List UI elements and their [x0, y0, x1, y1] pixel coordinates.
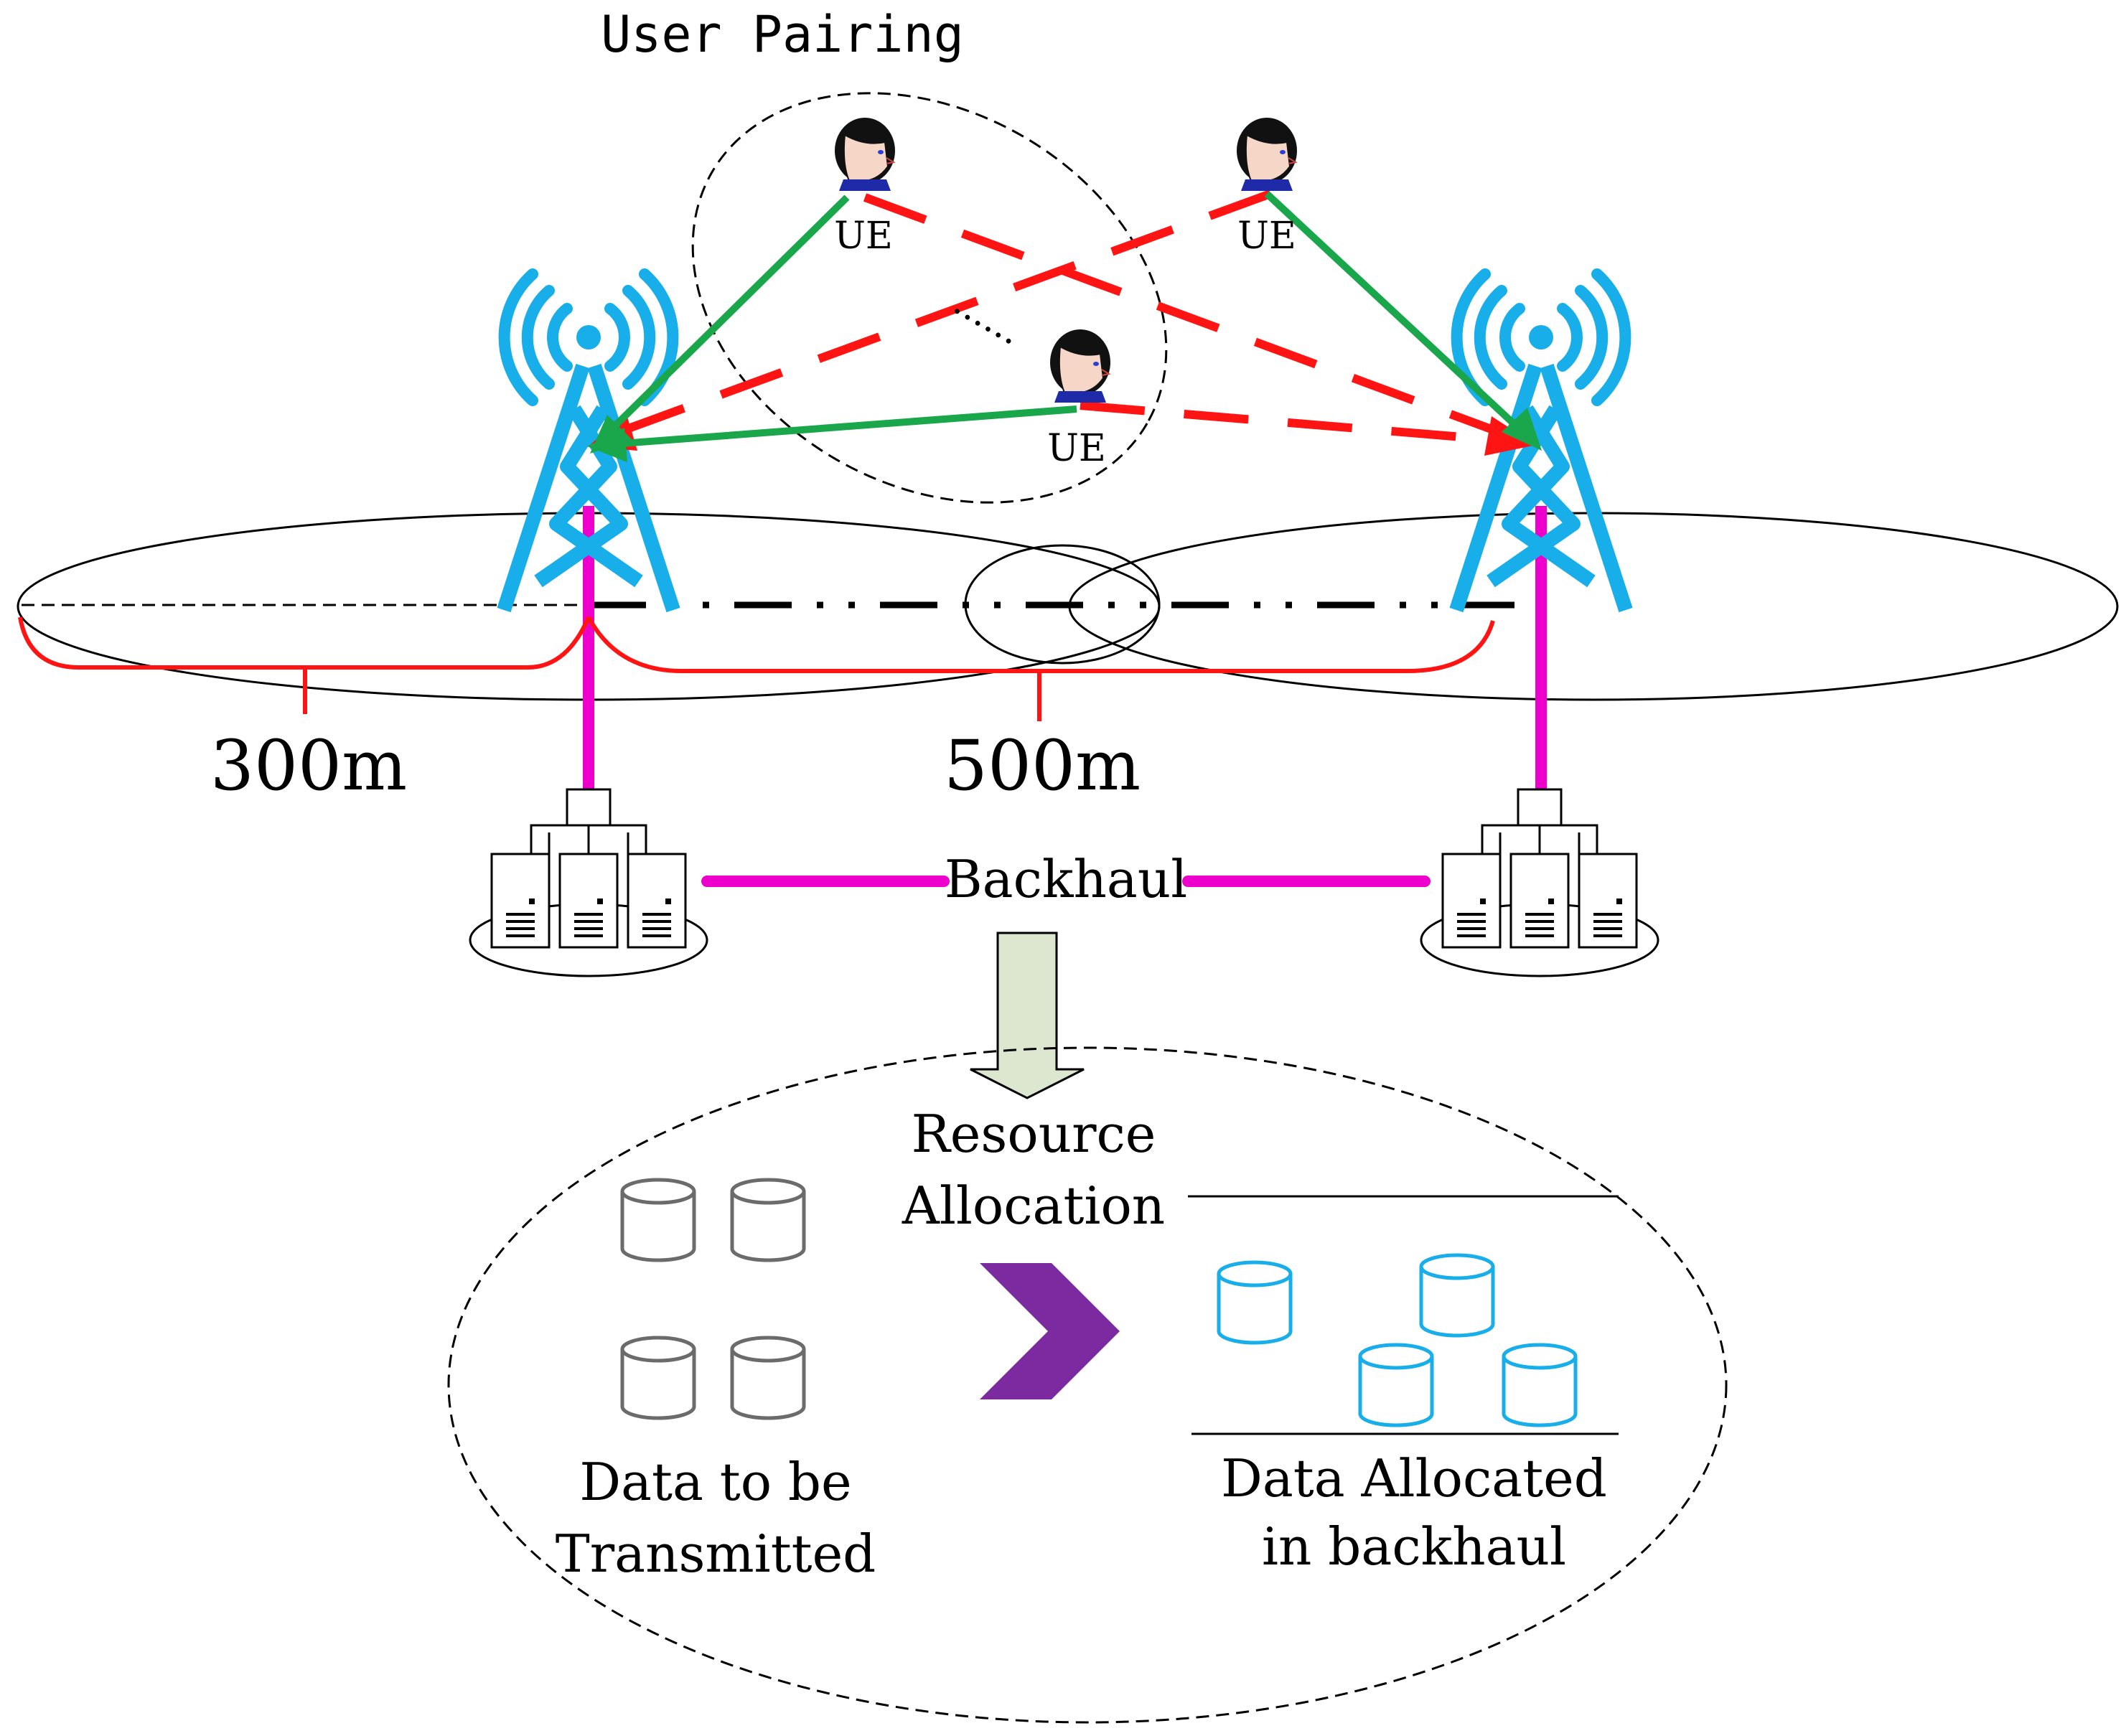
database-cylinder-icon [1421, 1255, 1493, 1336]
database-cylinder-icon [732, 1180, 804, 1260]
resource-label-1: Resource [912, 1104, 1156, 1164]
chevron-right-icon [980, 1263, 1120, 1399]
server-rack-icon [1421, 789, 1658, 976]
user-avatar-icon [1236, 117, 1298, 192]
brace-500m [586, 616, 1495, 673]
interference-links [601, 189, 1517, 446]
ue-label-1: UE [834, 215, 893, 258]
database-cylinder-icon [732, 1338, 804, 1418]
distance-500m: 500m [944, 726, 1141, 806]
ue-label-2: UE [1237, 215, 1296, 258]
user-avatar-icon [834, 117, 896, 192]
user-pairing-title: User Pairing [601, 5, 964, 64]
data-allocated-label-1: Data Allocated [1221, 1448, 1607, 1509]
resource-allocation-ellipse [447, 1046, 1728, 1724]
down-arrow-icon [970, 932, 1085, 1099]
serving-links [600, 191, 1532, 449]
brace-300m [18, 616, 591, 670]
data-to-transmit-label-1: Data to be [579, 1452, 851, 1512]
database-cylinder-icon [622, 1338, 694, 1418]
more-users-ellipsis: ...... [947, 281, 1030, 354]
serving-arrowheads [587, 408, 1542, 462]
user-pairing-ellipse [691, 92, 1168, 504]
server-rack-icon [470, 789, 707, 976]
database-cylinder-icon [622, 1180, 694, 1260]
backhaul-label: Backhaul [945, 849, 1187, 909]
database-cylinder-icon [1360, 1345, 1432, 1425]
data-allocated-label-2: in backhaul [1262, 1516, 1566, 1577]
user-avatar-icon [1049, 329, 1111, 403]
database-cylinder-icon [1504, 1345, 1575, 1425]
ue-label-3: UE [1047, 427, 1106, 470]
distance-300m: 300m [210, 726, 407, 806]
data-to-transmit-label-2: Transmitted [556, 1524, 876, 1584]
database-cylinder-icon [1219, 1262, 1291, 1343]
resource-label-2: Allocation [902, 1176, 1165, 1236]
